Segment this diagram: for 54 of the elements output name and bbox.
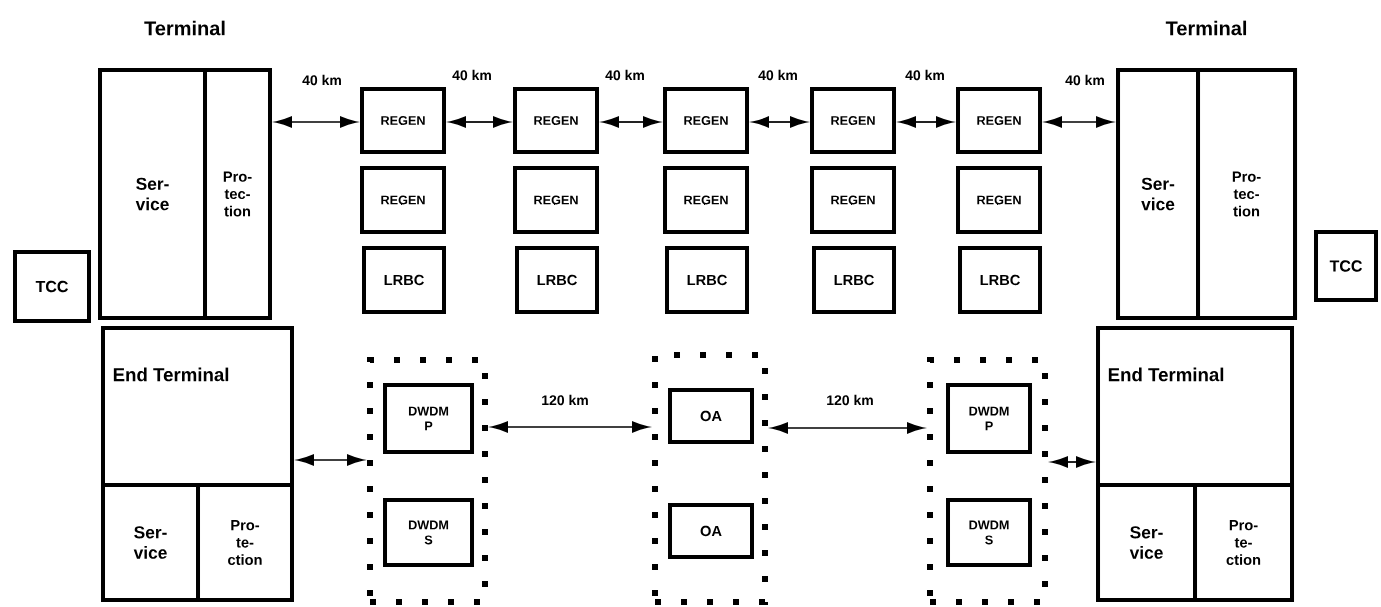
- equipment-box: REGEN: [810, 166, 896, 234]
- equipment-box: LRBC: [362, 246, 446, 314]
- distance-label: 120 km: [824, 392, 876, 408]
- dotted-group-frame: [927, 357, 1048, 605]
- double-arrow: [1045, 116, 1113, 128]
- distance-label: 40 km: [300, 72, 344, 88]
- double-arrow: [771, 422, 924, 434]
- distance-label: 120 km: [539, 392, 591, 408]
- dotted-group-frame: [367, 357, 488, 605]
- terminal-section: Ser- vice: [98, 68, 207, 320]
- terminal-section: Pro- tec- tion: [203, 68, 272, 320]
- equipment-box: REGEN: [513, 87, 599, 154]
- equipment-box: DWDM P: [383, 383, 474, 454]
- distance-label: 40 km: [903, 67, 947, 83]
- equipment-box: REGEN: [360, 87, 446, 154]
- equipment-box: REGEN: [663, 166, 749, 234]
- terminal-section: Pro- te- ction: [1193, 483, 1294, 602]
- equipment-box: LRBC: [958, 246, 1042, 314]
- equipment-box: REGEN: [956, 166, 1042, 234]
- equipment-box: OA: [668, 503, 754, 559]
- equipment-box: LRBC: [665, 246, 749, 314]
- double-arrow: [491, 421, 649, 433]
- terminal-section: Pro- te- ction: [196, 483, 294, 602]
- equipment-box: REGEN: [810, 87, 896, 154]
- double-arrow: [1051, 456, 1093, 468]
- equipment-box: LRBC: [515, 246, 599, 314]
- double-arrow: [602, 116, 660, 128]
- node-label: Terminal: [1165, 20, 1247, 36]
- equipment-box: REGEN: [513, 166, 599, 234]
- terminal-section: Pro- tec- tion: [1196, 68, 1297, 320]
- double-arrow: [297, 454, 364, 466]
- equipment-box: TCC: [1314, 230, 1378, 302]
- equipment-box: REGEN: [663, 87, 749, 154]
- dotted-group-frame: [652, 352, 768, 605]
- distance-label: 40 km: [756, 67, 800, 83]
- double-arrow: [449, 116, 510, 128]
- equipment-box: REGEN: [360, 166, 446, 234]
- equipment-box: OA: [668, 388, 754, 444]
- distance-label: 40 km: [1063, 72, 1107, 88]
- distance-label: 40 km: [450, 67, 494, 83]
- terminal-section: Ser- vice: [1096, 483, 1197, 602]
- equipment-box: DWDM P: [946, 383, 1032, 454]
- distance-label: 40 km: [603, 67, 647, 83]
- node-label: Terminal: [144, 20, 225, 36]
- terminal-section: Ser- vice: [1116, 68, 1200, 320]
- terminal-section: Ser- vice: [101, 483, 200, 602]
- equipment-box: LRBC: [812, 246, 896, 314]
- equipment-box: DWDM S: [383, 498, 474, 567]
- double-arrow: [752, 116, 807, 128]
- equipment-box: TCC: [13, 250, 91, 323]
- double-arrow: [899, 116, 953, 128]
- double-arrow: [275, 116, 357, 128]
- equipment-box: REGEN: [956, 87, 1042, 154]
- equipment-box: DWDM S: [946, 498, 1032, 567]
